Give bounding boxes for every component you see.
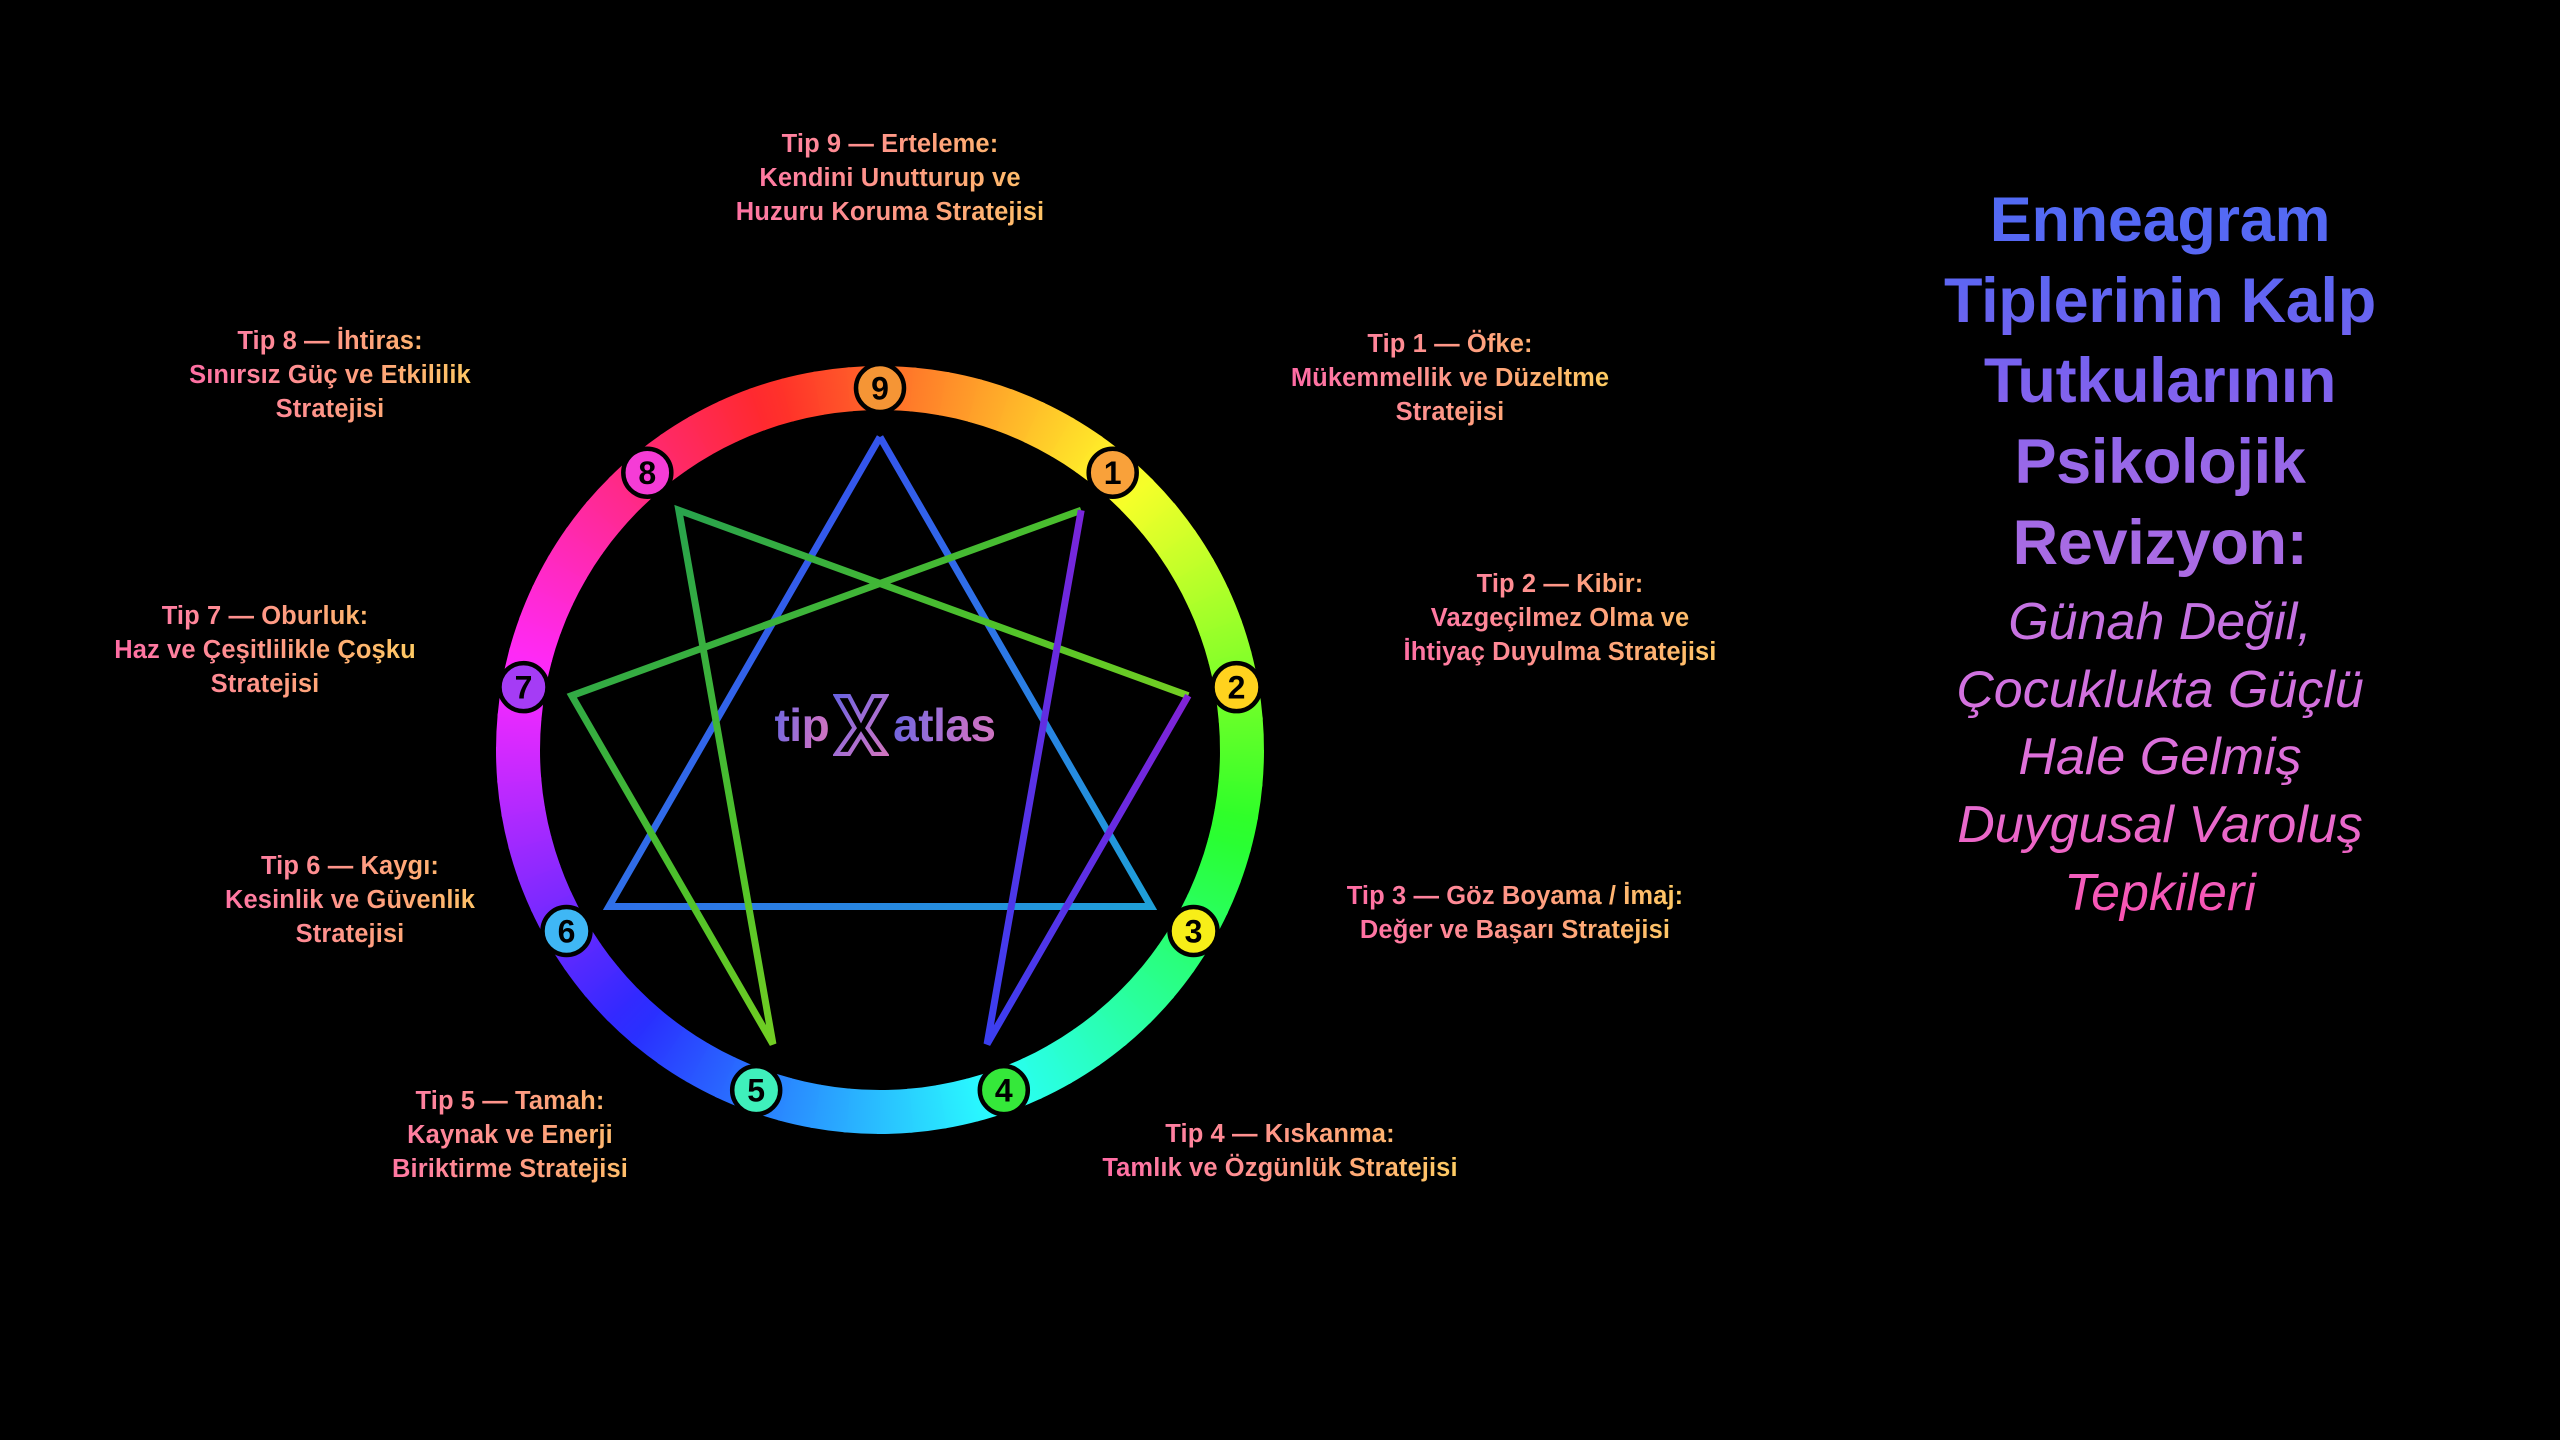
enneagram-hexad-right xyxy=(983,509,1192,1046)
right-text-panel: Enneagram Tiplerinin Kalp Tutkularının P… xyxy=(1830,180,2490,927)
tip-label-3: Tip 3 — Göz Boyama / İmaj: Değer ve Başa… xyxy=(1255,880,1775,948)
node-number-label: 6 xyxy=(558,914,576,950)
enneagram-node-1[interactable]: 1 xyxy=(1086,446,1139,499)
node-number-label: 2 xyxy=(1228,670,1246,706)
node-circle xyxy=(497,660,550,714)
enneagram-nodes: 1 2 3 4 5 6 7 8 9 xyxy=(497,361,1263,1117)
x-hourglass-icon xyxy=(833,694,890,756)
page-title: Enneagram Tiplerinin Kalp Tutkularının P… xyxy=(1830,180,2490,583)
node-number-label: 7 xyxy=(515,670,533,706)
enneagram-node-8[interactable]: 8 xyxy=(621,446,674,499)
node-number-label: 3 xyxy=(1185,914,1203,950)
node-number-label: 4 xyxy=(995,1073,1013,1109)
node-circle xyxy=(729,1063,783,1117)
node-number-label: 1 xyxy=(1104,455,1122,491)
tip-label-5: Tip 5 — Tamah: Kaynak ve Enerji Biriktir… xyxy=(280,1085,740,1187)
node-circle xyxy=(853,361,907,415)
tip-label-2: Tip 2 — Kibir: Vazgeçilmez Olma ve İhtiy… xyxy=(1300,568,1820,670)
tip-label-4: Tip 4 — Kıskanma: Tamlık ve Özgünlük Str… xyxy=(1010,1118,1550,1186)
enneagram-node-6[interactable]: 6 xyxy=(540,904,593,958)
enneagram-wheel: 1 2 3 4 5 6 7 8 9 xyxy=(430,300,1330,1200)
tip-label-6: Tip 6 — Kaygı: Kesinlik ve Güvenlik Stra… xyxy=(120,850,580,952)
tip-label-9: Tip 9 — Erteleme: Kendini Unutturup ve H… xyxy=(620,128,1160,230)
tip-label-8: Tip 8 — İhtiras: Sınırsız Güç ve Etkilil… xyxy=(100,325,560,427)
enneagram-hexad-left xyxy=(566,504,1190,1046)
rainbow-ring xyxy=(496,366,1264,1134)
logo-text-tip: tip xyxy=(774,699,830,751)
page-subtitle: Günah Değil, Çocuklukta Güçlü Hale Gelmi… xyxy=(1830,589,2490,927)
enneagram-node-7[interactable]: 7 xyxy=(497,660,550,714)
tip-label-7: Tip 7 — Oburluk: Haz ve Çeşitlilikle Çoş… xyxy=(30,600,500,702)
enneagram-lines xyxy=(566,435,1192,1046)
enneagram-node-9[interactable]: 9 xyxy=(853,361,907,415)
node-number-label: 9 xyxy=(871,371,889,407)
node-circle xyxy=(1086,446,1139,499)
node-circle xyxy=(977,1063,1031,1117)
enneagram-node-4[interactable]: 4 xyxy=(977,1063,1031,1117)
enneagram-node-2[interactable]: 2 xyxy=(1210,660,1263,714)
enneagram-triangle xyxy=(602,435,1158,910)
node-circle xyxy=(1210,660,1263,714)
logo-text-atlas: atlas xyxy=(893,699,996,751)
node-number-label: 8 xyxy=(638,455,656,491)
tip-label-1: Tip 1 — Öfke: Mükemmellik ve Düzeltme St… xyxy=(1210,328,1690,430)
brand-logo: tip atlas xyxy=(735,685,1035,765)
enneagram-node-5[interactable]: 5 xyxy=(729,1063,783,1117)
node-circle xyxy=(621,446,674,499)
node-number-label: 5 xyxy=(747,1073,765,1109)
enneagram-svg: 1 2 3 4 5 6 7 8 9 xyxy=(496,361,1264,1134)
node-circle xyxy=(540,904,593,958)
node-circle xyxy=(1167,904,1220,958)
enneagram-node-3[interactable]: 3 xyxy=(1167,904,1220,958)
